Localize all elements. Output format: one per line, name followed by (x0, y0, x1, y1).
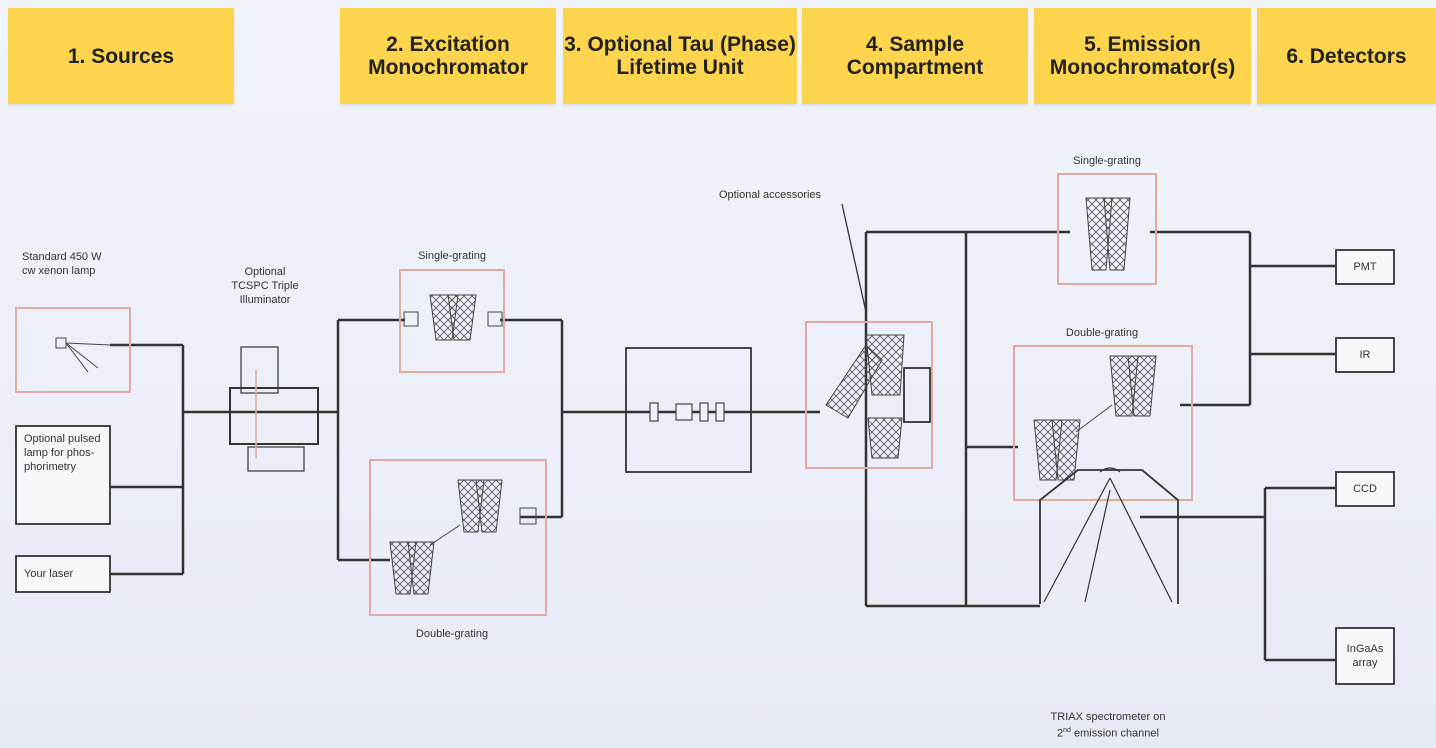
header-sample-compartment: 4. Sample Compartment (802, 8, 1028, 104)
ingaas-label: InGaAs array (1346, 643, 1384, 669)
excitation-single-grating-label: Single-grating (418, 250, 486, 262)
laser-box (15, 555, 111, 593)
accessories-pointer (841, 203, 867, 313)
ccd-label: CCD (1353, 483, 1377, 495)
ccd-box (1335, 471, 1395, 507)
header-detectors: 6. Detectors (1257, 8, 1436, 104)
excitation-single-grating-box (399, 269, 505, 373)
pulsed-lamp-label: Optional pulsed lamp for phos-phorimetry (24, 433, 101, 473)
connector-lines (110, 230, 1336, 662)
triax-spectrometer (1039, 467, 1179, 604)
lamp-icon (55, 337, 111, 373)
tau-lifetime-unit-box (625, 347, 752, 473)
ir-label: IR (1359, 349, 1371, 361)
emission-double-grating-label: Double-grating (1065, 327, 1139, 339)
sample-optics (825, 334, 931, 459)
excitation-double-grating-label: Double-grating (415, 628, 489, 640)
triax-line2-suffix: emission channel (1073, 727, 1159, 740)
double-grating-optics (389, 479, 537, 595)
header-emission-monochromators: 5. Emission Monochromator(s) (1034, 8, 1251, 104)
header-sources: 1. Sources (8, 8, 234, 104)
emission-single-grating-label: Single-grating (1073, 155, 1141, 167)
triax-line2-sup: nd (1063, 727, 1071, 734)
triax-label: TRIAX spectrometer on 2nd emission chann… (1010, 710, 1206, 741)
triax-line2-prefix: 2 (1057, 727, 1064, 740)
ingaas-box (1335, 627, 1395, 685)
emission-double-grating-box (1013, 345, 1193, 501)
single-grating-optics (403, 294, 503, 341)
pulsed-lamp-box (15, 425, 111, 525)
excitation-double-grating-box (369, 459, 547, 616)
sample-compartment-box (805, 321, 933, 469)
header-excitation-monochromator: 2. Excitation Monochromator (340, 8, 556, 104)
header-tau-lifetime-unit: 3. Optional Tau (Phase) Lifetime Unit (563, 8, 797, 104)
xenon-lamp-box (15, 307, 131, 393)
optional-accessories-label: Optional accessories (718, 189, 822, 201)
ir-box (1335, 337, 1395, 373)
triax-line1: TRIAX spectrometer on (1050, 711, 1166, 723)
emission-single-grating-box (1057, 173, 1157, 285)
pmt-box (1335, 249, 1395, 285)
pmt-label: PMT (1353, 261, 1377, 273)
laser-label: Your laser (24, 568, 74, 580)
tau-optics (649, 402, 725, 422)
tcspc-illuminator (229, 346, 319, 472)
tcspc-label: Optional TCSPC Triple Illuminator (231, 266, 299, 306)
xenon-lamp-label: Standard 450 W cw xenon lamp (22, 251, 102, 277)
